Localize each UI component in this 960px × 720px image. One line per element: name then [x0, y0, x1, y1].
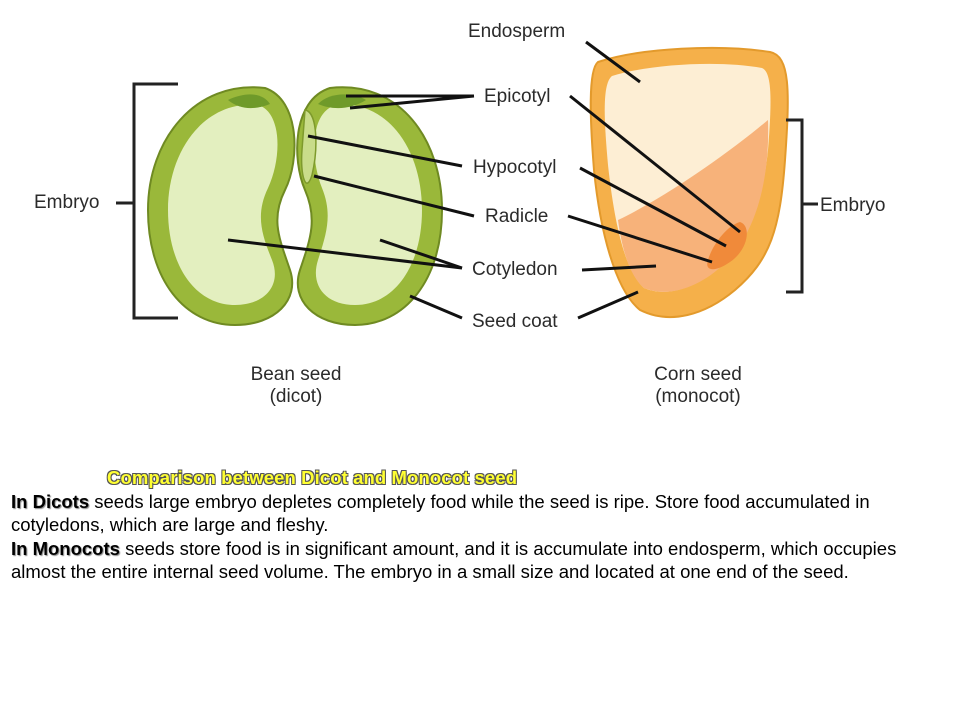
- monocot-term: In Monocots: [11, 537, 120, 559]
- leader-seedcoat-corn: [577, 290, 639, 320]
- caption-bean-name: Bean seed: [250, 364, 342, 385]
- leader-cotyledon-1: [227, 238, 463, 270]
- corn-embryo-axis: [707, 222, 747, 270]
- leader-cotyledon-2: [379, 238, 463, 270]
- leader-seedcoat: [409, 294, 463, 320]
- bean-seed: [146, 86, 444, 327]
- bean-hypocotyl-axis: [300, 109, 317, 184]
- label-radicle: Radicle: [485, 206, 549, 227]
- leader-cotyledon-corn: [581, 264, 657, 272]
- leader-lines: [227, 40, 741, 320]
- dicot-body: seeds large embryo depletes completely f…: [11, 490, 870, 536]
- monocot-paragraph: In Monocots seeds store food is in signi…: [11, 537, 941, 584]
- leader-epicotyl-2: [349, 94, 475, 110]
- embryo-bracket-left: [116, 82, 178, 320]
- dicot-term: In Dicots: [11, 490, 90, 512]
- seed-diagram: [116, 40, 818, 327]
- caption-corn-type: (monocot): [655, 386, 741, 407]
- leader-hypocotyl: [307, 134, 463, 168]
- bean-right-epicotyl: [318, 94, 366, 109]
- comparison-text: Comparison between Dicot and Monocot see…: [11, 466, 941, 584]
- label-embryo-right: Embryo: [820, 195, 886, 216]
- leader-endosperm: [585, 40, 641, 84]
- leader-epicotyl-corn: [569, 94, 741, 234]
- leader-hypocotyl-corn: [579, 166, 727, 248]
- dicot-paragraph: In Dicots seeds large embryo depletes co…: [11, 490, 941, 537]
- leader-radicle: [313, 174, 475, 218]
- caption-corn-name: Corn seed: [654, 364, 742, 385]
- bean-left-cotyledon-inner: [168, 104, 278, 305]
- bean-left-epicotyl: [228, 94, 270, 109]
- embryo-bracket-right: [786, 118, 818, 294]
- corn-seed: [589, 46, 789, 318]
- caption-bean-seed: Bean seed (dicot): [206, 364, 386, 408]
- label-seed-coat: Seed coat: [472, 311, 558, 332]
- comparison-heading: Comparison between Dicot and Monocot see…: [107, 467, 518, 488]
- caption-bean-type: (dicot): [269, 386, 323, 407]
- label-epicotyl: Epicotyl: [484, 86, 551, 107]
- leader-radicle-corn: [567, 214, 713, 264]
- label-hypocotyl: Hypocotyl: [473, 157, 557, 178]
- caption-corn-seed: Corn seed (monocot): [608, 364, 788, 408]
- label-cotyledon: Cotyledon: [472, 259, 558, 280]
- monocot-body: seeds store food is in significant amoun…: [11, 537, 897, 583]
- label-endosperm: Endosperm: [468, 21, 566, 42]
- label-embryo-left: Embryo: [34, 192, 100, 213]
